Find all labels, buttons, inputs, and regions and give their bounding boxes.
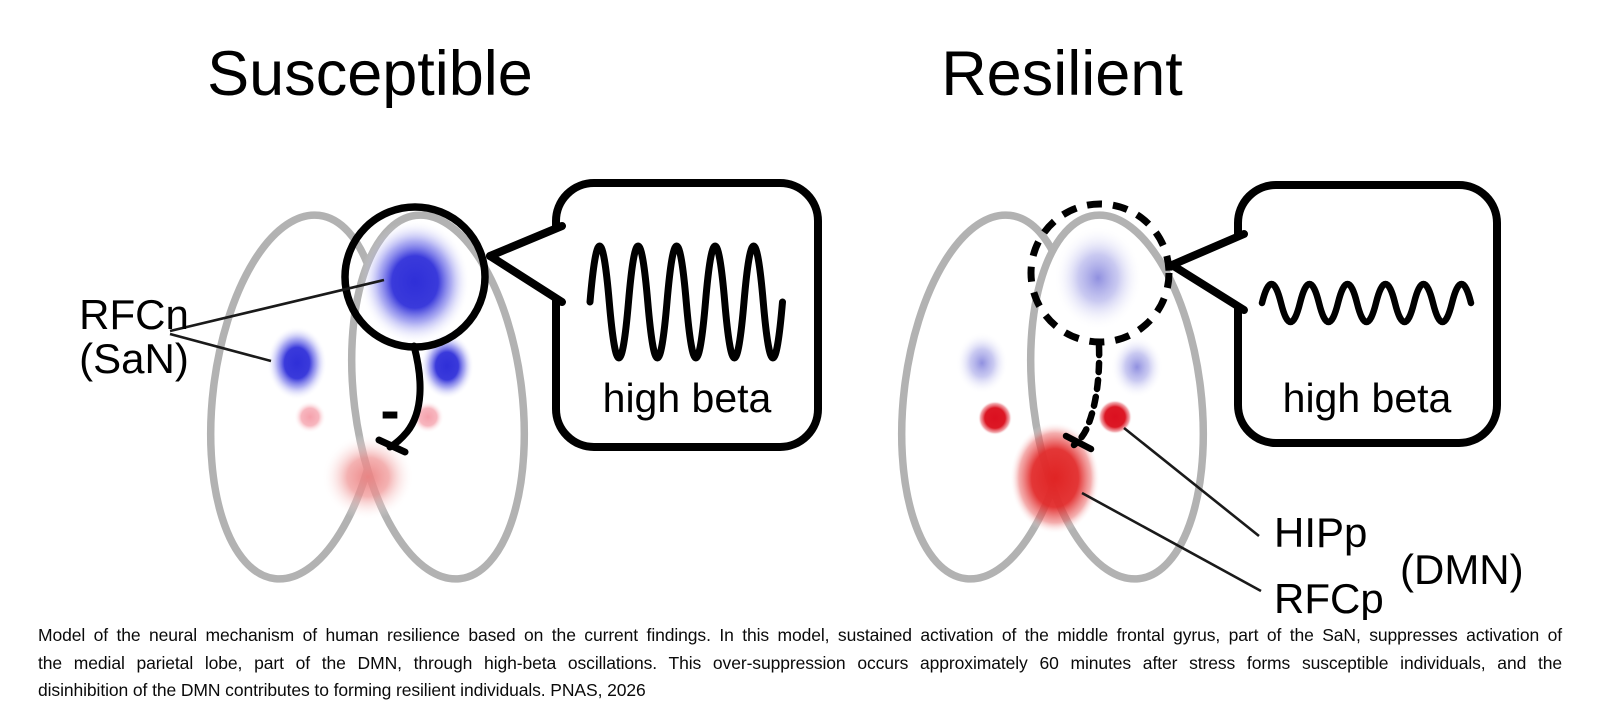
hipp-label: HIPp <box>1274 509 1367 556</box>
inhibition-arrow-solid <box>386 342 424 451</box>
bubble-tail-lower-stroke <box>1168 261 1248 314</box>
rfcp-pointer-line <box>1081 491 1262 593</box>
bubble-tail-upper-stroke <box>486 222 566 260</box>
caption-line: disinhibition of the DMN contributes to … <box>38 680 646 700</box>
inhibition-arrow-dashed <box>1070 342 1103 449</box>
low-amplitude-wave <box>1258 280 1475 326</box>
hipp-left-dot <box>978 401 1012 435</box>
panel-susceptible: Susceptible - RFCn (SaN) high beta <box>79 39 822 583</box>
inhibition-arrow-tbar <box>375 436 409 456</box>
rfcn-label: RFCn <box>79 291 189 338</box>
caption-line: the medial parietal lobe, part of the DM… <box>38 652 1562 673</box>
bubble-tail-lower-stroke <box>486 252 566 306</box>
hipp-left-dot <box>294 401 326 433</box>
panel-title-susceptible: Susceptible <box>207 39 533 109</box>
rfcn-right-weak-blob <box>1111 336 1163 398</box>
speech-bubble-high-beta-left: high beta <box>486 179 822 451</box>
bubble-tail-upper-stroke <box>1168 230 1248 269</box>
dmn-label: (DMN) <box>1400 546 1524 593</box>
bubble-box <box>1234 181 1501 447</box>
resilience-model-diagram: Susceptible - RFCn (SaN) high beta <box>79 39 1524 620</box>
rfcn-left-weak-blob <box>956 332 1008 394</box>
hipp-right-dot <box>1098 400 1132 434</box>
bubble-tail-notch <box>1172 236 1246 308</box>
high-amplitude-wave <box>586 242 786 362</box>
panel-title-resilient: Resilient <box>941 39 1183 109</box>
san-label: (SaN) <box>79 335 189 382</box>
rfcp-parietal-blob <box>1010 422 1100 534</box>
medial-parietal-blob <box>322 434 414 520</box>
rfcp-label: RFCp <box>1274 575 1384 620</box>
inhibition-minus-sign: - <box>380 378 399 443</box>
highlight-circle-dashed <box>1027 200 1173 346</box>
bubble-tail-notch <box>490 228 564 300</box>
caption-line: Model of the neural mechanism of human r… <box>38 625 1562 645</box>
mfg-weak-activation-blob <box>1054 226 1142 330</box>
mfg-activation-blob <box>360 220 470 344</box>
rfcn-left-blob <box>267 326 327 400</box>
hipp-pointer-line <box>1123 426 1260 538</box>
speech-bubble-high-beta-right: high beta <box>1168 181 1501 447</box>
rfcn-pointer-line-lower <box>169 332 272 363</box>
high-beta-label-right: high beta <box>1283 375 1452 421</box>
panel-resilient: Resilient HIPp RFCp (DMN) high beta <box>897 39 1524 620</box>
rfcn-pointer-line-upper <box>169 278 385 333</box>
high-beta-label-left: high beta <box>603 375 772 421</box>
figure-caption: Model of the neural mechanism of human r… <box>38 622 1562 705</box>
rfcn-right-blob <box>420 333 474 399</box>
inhibition-arrow-tbar <box>1062 432 1095 453</box>
